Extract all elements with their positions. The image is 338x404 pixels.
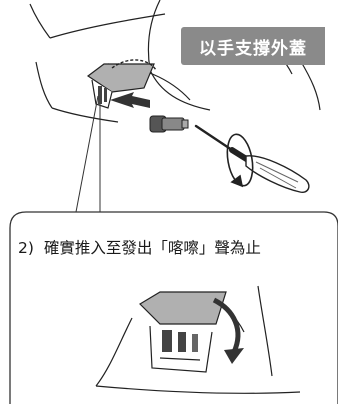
step-number: 2) xyxy=(18,239,34,257)
callout-box xyxy=(9,211,338,404)
step-description: 確實推入至發出「喀嚓」聲為止 xyxy=(43,239,261,257)
leader-lines xyxy=(75,95,101,213)
push-arrow-icon xyxy=(110,92,150,108)
rotate-arrow-icon xyxy=(226,133,254,188)
label-text: 以手支撐外蓋 xyxy=(199,38,307,59)
step-instruction: 2) 確實推入至發出「喀嚓」聲為止 xyxy=(18,236,261,258)
label-badge: 以手支撐外蓋 xyxy=(181,27,325,65)
close-arrow-icon xyxy=(212,297,244,364)
connector-icon xyxy=(149,115,189,133)
closed-cover-icon xyxy=(139,291,227,373)
screwdriver-icon xyxy=(194,124,310,194)
